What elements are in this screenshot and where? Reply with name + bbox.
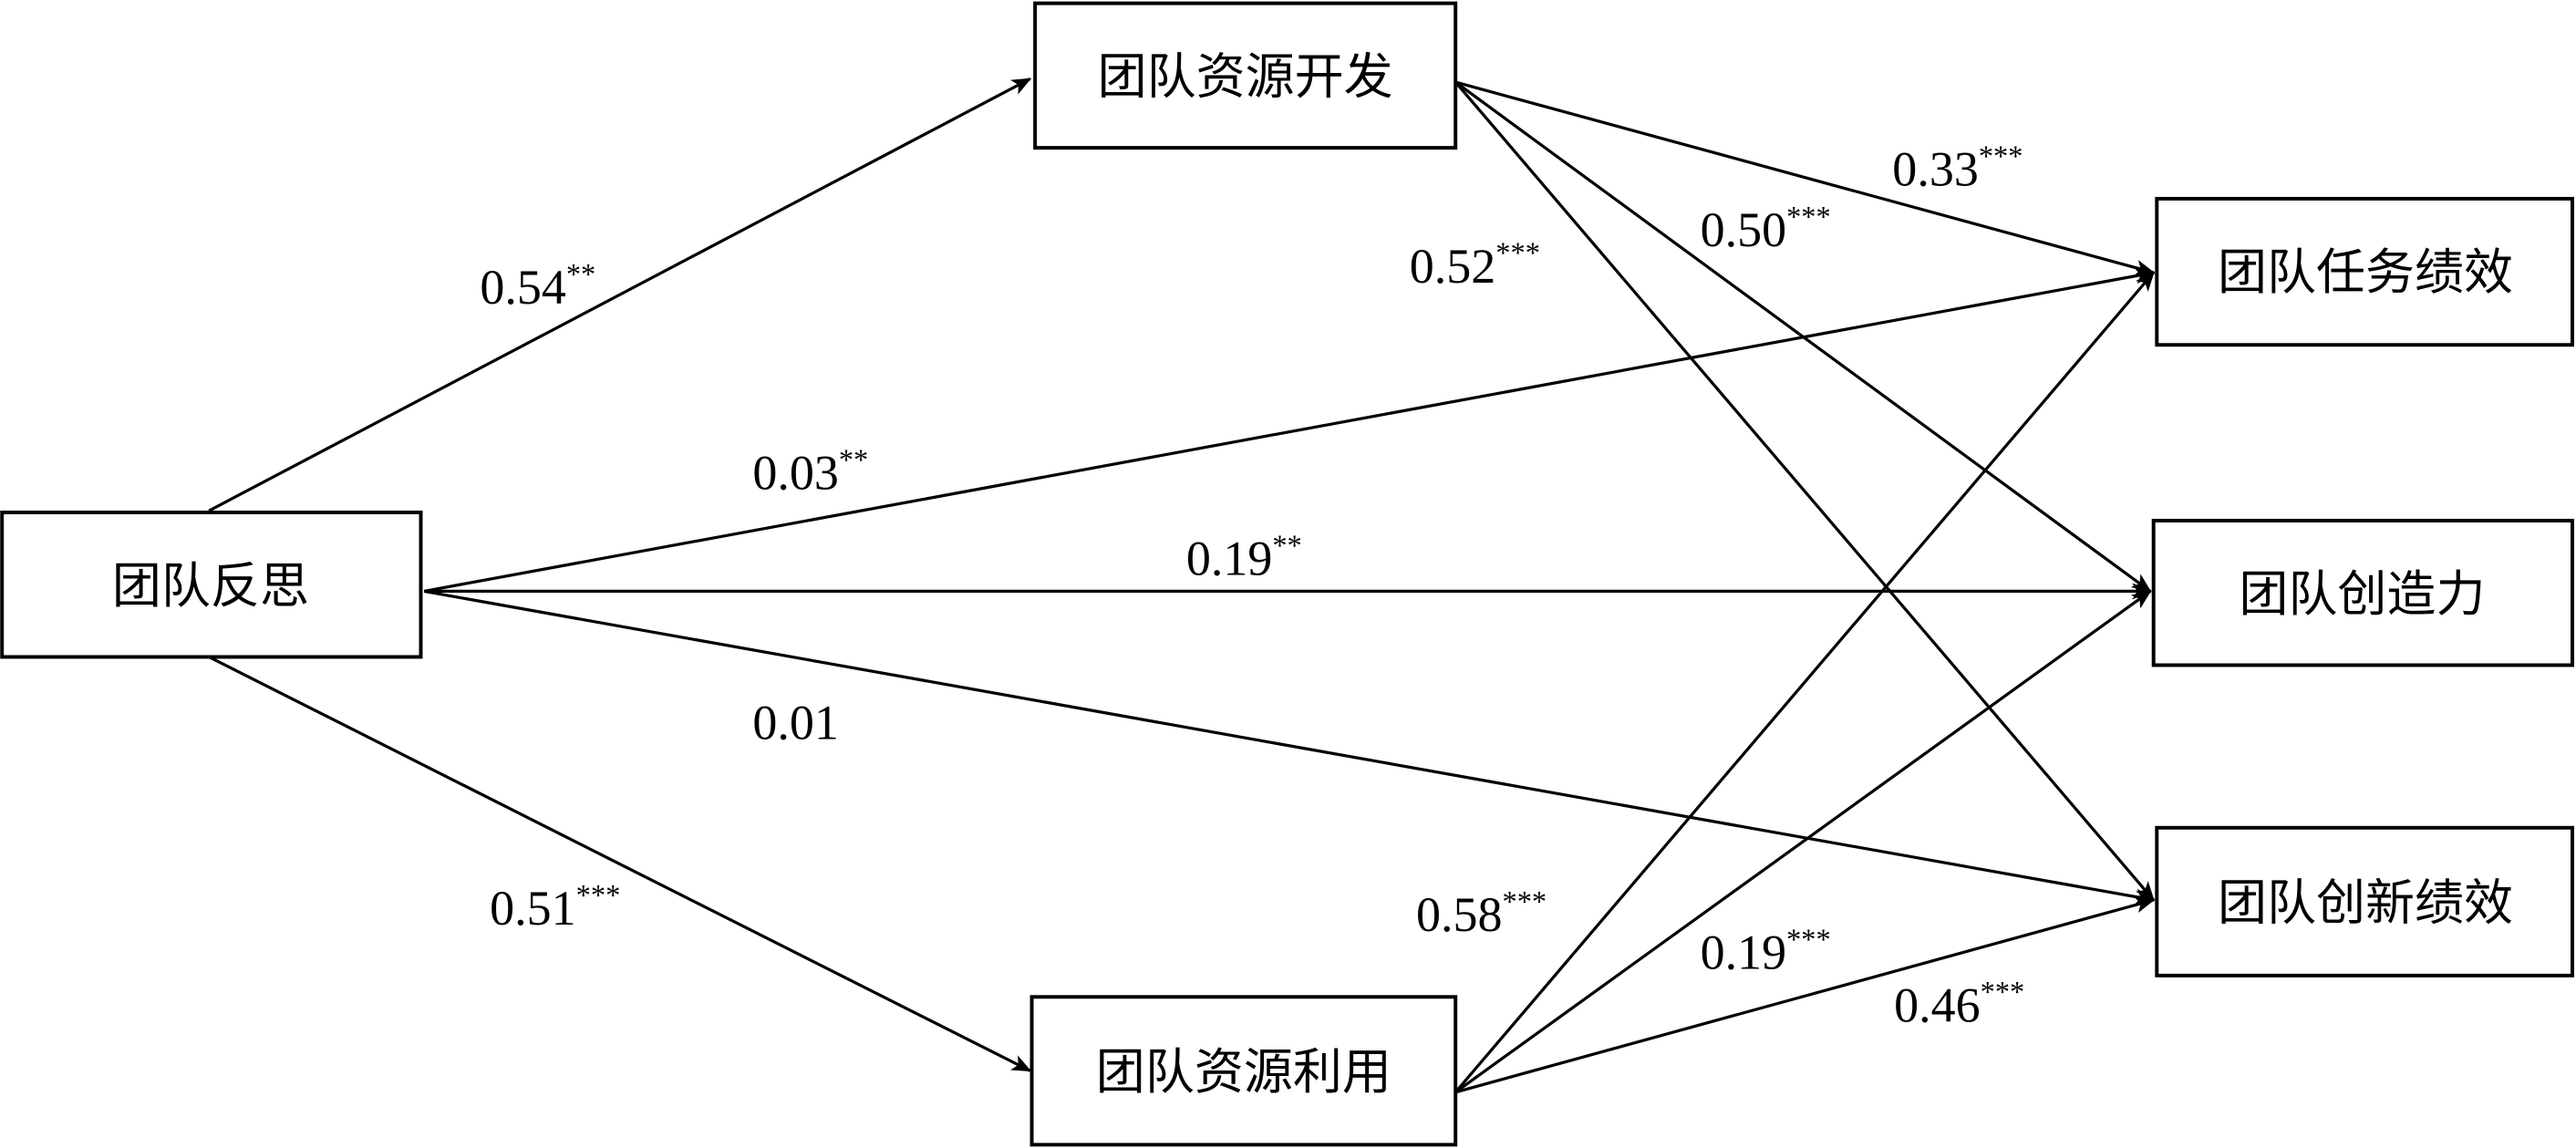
coef-utilization-innovation: 0.46***	[1894, 977, 2024, 1033]
coef-reflection-task: 0.03**	[752, 444, 868, 501]
node-label: 团队反思	[112, 557, 309, 615]
coef-reflection-development: 0.54**	[480, 259, 595, 315]
edge-utilization-innovation	[1454, 896, 2156, 1094]
edge-development-task	[1454, 80, 2156, 276]
coef-development-innovation: 0.52***	[1410, 237, 1540, 294]
node-innovation-performance: 团队创新绩效	[2155, 825, 2574, 977]
node-creativity: 团队创造力	[2151, 518, 2574, 667]
edge-reflection-utilization	[208, 656, 1032, 1072]
edge-reflection-development	[208, 78, 1032, 512]
node-label: 团队创新绩效	[2218, 874, 2513, 932]
coef-development-task: 0.33***	[1892, 140, 2023, 197]
edge-utilization-creativity	[1454, 590, 2152, 1094]
coef-utilization-creativity: 0.19***	[1701, 924, 1831, 980]
coef-reflection-innovation: 0.01	[752, 696, 839, 750]
node-label: 团队创造力	[2239, 565, 2485, 623]
edges	[208, 78, 2156, 1094]
edge-utilization-task	[1454, 271, 2155, 1093]
node-label: 团队资源开发	[1098, 48, 1393, 106]
coef-reflection-creativity: 0.19**	[1186, 530, 1302, 586]
node-label: 团队任务绩效	[2218, 243, 2513, 301]
node-reflection: 团队反思	[0, 510, 423, 659]
node-task-performance: 团队任务绩效	[2155, 196, 2574, 347]
node-label: 团队资源利用	[1096, 1043, 1391, 1101]
edge-reflection-task	[423, 267, 2156, 594]
edge-reflection-innovation	[423, 589, 2156, 905]
coef-development-creativity: 0.50***	[1701, 202, 1831, 258]
node-resource-utilization: 团队资源利用	[1029, 995, 1458, 1147]
coef-reflection-utilization: 0.51***	[490, 879, 620, 936]
coef-utilization-task: 0.58***	[1416, 886, 1547, 943]
edge-development-creativity	[1454, 80, 2152, 593]
node-resource-development: 团队资源开发	[1033, 1, 1458, 150]
edge-development-innovation	[1454, 81, 2155, 902]
